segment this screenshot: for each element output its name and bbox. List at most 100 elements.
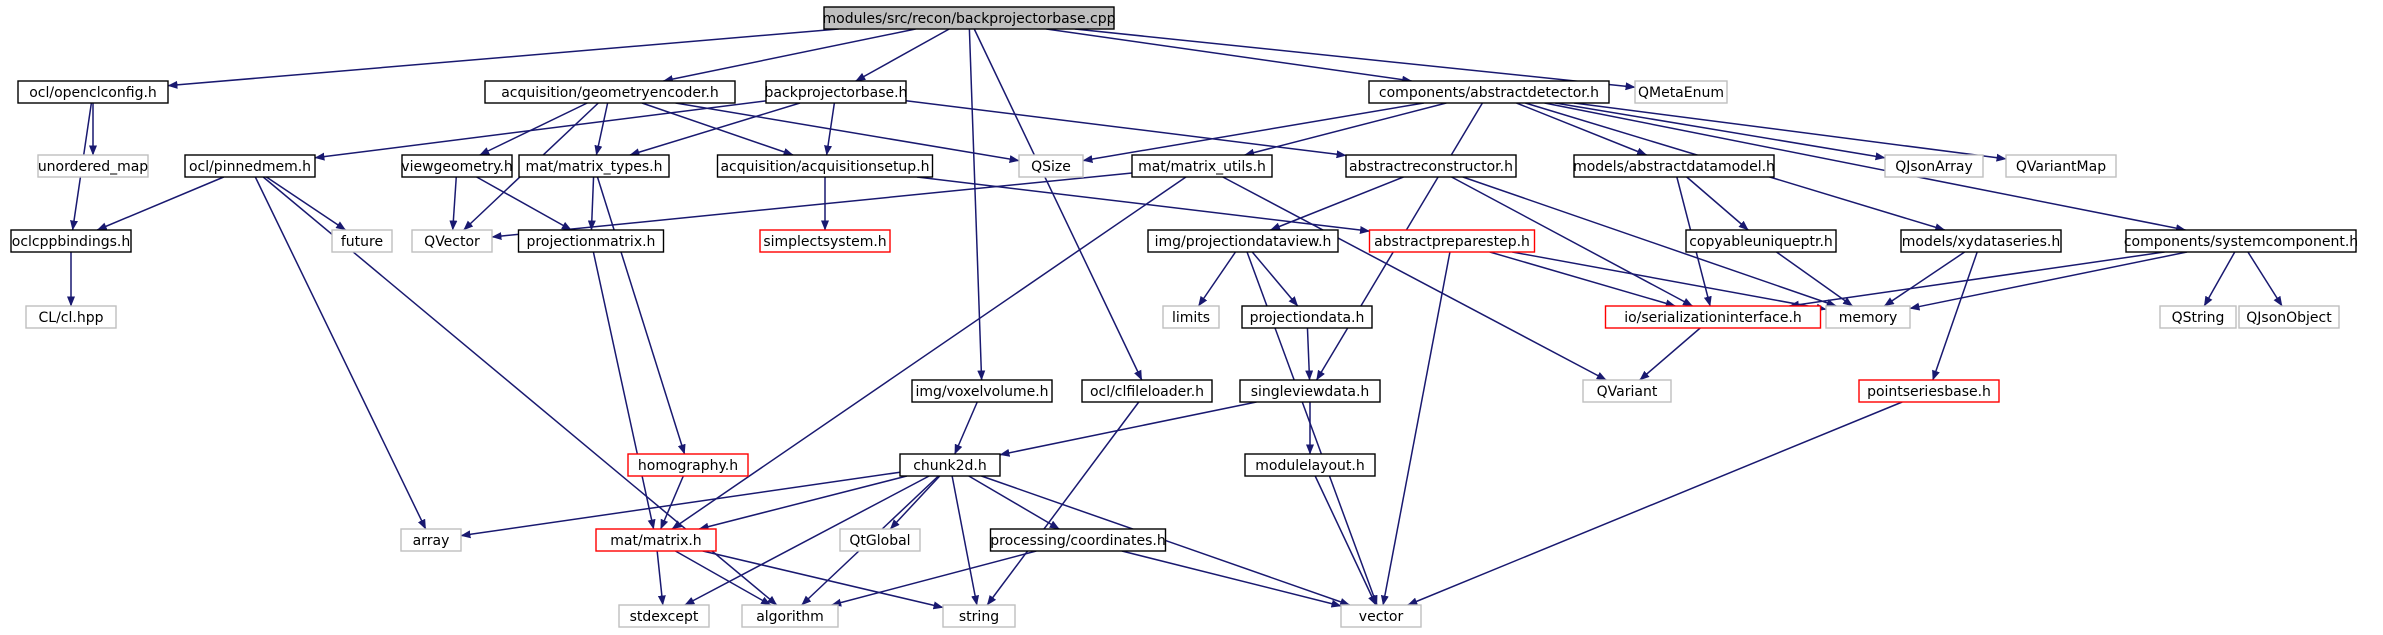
node-label: projectionmatrix.h bbox=[527, 234, 656, 250]
edge-copyableuniqueptr-to-memory bbox=[1776, 251, 1853, 307]
node-coordinates[interactable]: processing/coordinates.h bbox=[989, 528, 1167, 552]
node-label: algorithm bbox=[756, 609, 824, 625]
node-box bbox=[899, 453, 1001, 477]
node-box bbox=[517, 229, 665, 253]
node-box bbox=[400, 528, 462, 552]
node-systemcomponent[interactable]: components/systemcomponent.h bbox=[2124, 229, 2358, 253]
node-matrix-types[interactable]: mat/matrix_types.h bbox=[518, 154, 670, 178]
node-label: singleviewdata.h bbox=[1251, 384, 1370, 400]
node-label: acquisition/acquisitionsetup.h bbox=[720, 159, 929, 175]
edge-matrix_h-to-string bbox=[702, 550, 944, 610]
node-label: modulelayout.h bbox=[1255, 458, 1364, 474]
edge-homography-to-matrix_h bbox=[660, 475, 684, 530]
node-xydataseries[interactable]: models/xydataseries.h bbox=[1900, 229, 2062, 253]
edge-chunk2d-to-array bbox=[460, 471, 901, 539]
node-label: QString bbox=[2172, 310, 2225, 326]
node-backprojectorbase-h[interactable]: backprojectorbase.h bbox=[765, 80, 908, 104]
node-box bbox=[37, 154, 149, 178]
node-voxelvolume[interactable]: img/voxelvolume.h bbox=[911, 379, 1053, 403]
node-label: QJsonObject bbox=[2246, 310, 2332, 326]
node-projectiondata[interactable]: projectiondata.h bbox=[1241, 305, 1373, 329]
node-label: backprojectorbase.h bbox=[765, 85, 908, 101]
edge-abstractdetector-to-qvariantmap bbox=[1573, 102, 2007, 162]
edge-root-to-backprojectorbase_h bbox=[855, 28, 950, 82]
node-box bbox=[1634, 80, 1728, 104]
node-label: QSize bbox=[1031, 159, 1071, 175]
node-oclcppbindings[interactable]: oclcppbindings.h bbox=[10, 229, 132, 253]
edge-geometryencoder-to-viewgeometry bbox=[479, 102, 588, 156]
node-acquisitionsetup[interactable]: acquisition/acquisitionsetup.h bbox=[716, 154, 934, 178]
node-abstractreconstructor[interactable]: abstractreconstructor.h bbox=[1345, 154, 1517, 178]
edge-abstractpreparestep-to-serializationinterface bbox=[1489, 251, 1676, 308]
node-qvariantmap: QVariantMap bbox=[2005, 154, 2117, 178]
node-abstractdetector[interactable]: components/abstractdetector.h bbox=[1368, 80, 1610, 104]
edge-matrix_utils-to-matrix_h bbox=[671, 176, 1187, 530]
node-projectionmatrix[interactable]: projectionmatrix.h bbox=[517, 229, 665, 253]
edge-pinnedmem-to-future bbox=[266, 176, 346, 231]
edge-abstractreconstructor-to-projectiondataview bbox=[1270, 176, 1404, 231]
node-projectiondataview[interactable]: img/projectiondataview.h bbox=[1147, 229, 1339, 253]
node-qmetaenum: QMetaEnum bbox=[1634, 80, 1728, 104]
node-copyableuniqueptr[interactable]: copyableuniqueptr.h bbox=[1685, 229, 1837, 253]
node-matrix-h[interactable]: mat/matrix.h bbox=[595, 528, 717, 552]
edge-matrix_h-to-algorithm bbox=[675, 550, 772, 606]
node-viewgeometry[interactable]: viewgeometry.h bbox=[401, 154, 513, 178]
node-box bbox=[10, 229, 132, 253]
node-clfileloader[interactable]: ocl/clfileloader.h bbox=[1081, 379, 1213, 403]
node-box bbox=[1241, 305, 1373, 329]
node-pointseriesbase[interactable]: pointseriesbase.h bbox=[1858, 379, 2000, 403]
edge-pinnedmem-to-oclcppbindings bbox=[96, 176, 225, 231]
node-box bbox=[1884, 154, 1984, 178]
edge-voxelvolume-to-chunk2d bbox=[954, 401, 978, 455]
node-box bbox=[1825, 305, 1911, 329]
node-label: oclcppbindings.h bbox=[12, 234, 130, 250]
node-label: string bbox=[959, 609, 999, 625]
node-label: array bbox=[413, 533, 450, 549]
node-singleviewdata[interactable]: singleviewdata.h bbox=[1239, 379, 1381, 403]
node-box bbox=[759, 229, 891, 253]
node-box bbox=[1147, 229, 1339, 253]
node-box bbox=[1368, 229, 1536, 253]
node-matrix-utils[interactable]: mat/matrix_utils.h bbox=[1131, 154, 1273, 178]
edge-abstractdetector-to-matrix_utils bbox=[1244, 102, 1447, 157]
node-box bbox=[184, 154, 316, 178]
node-box bbox=[1604, 305, 1822, 329]
node-pinnedmem[interactable]: ocl/pinnedmem.h bbox=[184, 154, 316, 178]
node-box bbox=[2125, 229, 2357, 253]
edge-projectiondataview-to-projectiondata bbox=[1251, 251, 1299, 307]
node-openclconfig[interactable]: ocl/openclconfig.h bbox=[17, 80, 169, 104]
node-label: abstractreconstructor.h bbox=[1349, 159, 1513, 175]
edge-chunk2d-to-string bbox=[951, 475, 980, 606]
node-qvariant: QVariant bbox=[1582, 379, 1672, 403]
node-qtglobal: QtGlobal bbox=[839, 528, 921, 552]
edge-xydataseries-to-memory bbox=[1883, 251, 1966, 307]
edge-systemcomponent-to-qstring bbox=[2203, 251, 2236, 307]
node-label: projectiondata.h bbox=[1250, 310, 1365, 326]
edge-coordinates-to-algorithm bbox=[831, 550, 1037, 607]
node-box bbox=[2159, 305, 2237, 329]
node-root[interactable]: modules/src/recon/backprojectorbase.cpp bbox=[822, 6, 1116, 30]
node-label: QVariant bbox=[1597, 384, 1658, 400]
node-chunk2d[interactable]: chunk2d.h bbox=[899, 453, 1001, 477]
node-abstractdatamodel[interactable]: models/abstractdatamodel.h bbox=[1573, 154, 1775, 178]
node-box bbox=[411, 229, 493, 253]
node-abstractpreparestep[interactable]: abstractpreparestep.h bbox=[1368, 229, 1536, 253]
node-simplectsystem[interactable]: simplectsystem.h bbox=[759, 229, 891, 253]
edge-matrix_types-to-projectionmatrix bbox=[587, 176, 596, 231]
edge-chunk2d-to-stdexcept bbox=[684, 475, 930, 606]
edge-root-to-clfileloader bbox=[973, 28, 1143, 381]
node-label: QMetaEnum bbox=[1638, 85, 1724, 101]
edge-root-to-qmetaenum bbox=[1074, 28, 1636, 91]
node-homography[interactable]: homography.h bbox=[627, 453, 749, 477]
edge-backprojectorbase_h-to-acquisitionsetup bbox=[824, 102, 836, 156]
node-label: ocl/pinnedmem.h bbox=[189, 159, 311, 175]
edge-chunk2d-to-coordinates bbox=[968, 475, 1060, 530]
edge-geometryencoder-to-qsize bbox=[675, 102, 1020, 164]
node-modulelayout[interactable]: modulelayout.h bbox=[1244, 453, 1376, 477]
node-label: future bbox=[341, 234, 383, 250]
node-future: future bbox=[331, 229, 393, 253]
node-geometryencoder[interactable]: acquisition/geometryencoder.h bbox=[484, 80, 736, 104]
node-box bbox=[823, 6, 1115, 30]
node-serializationinterface[interactable]: io/serializationinterface.h bbox=[1604, 305, 1822, 329]
